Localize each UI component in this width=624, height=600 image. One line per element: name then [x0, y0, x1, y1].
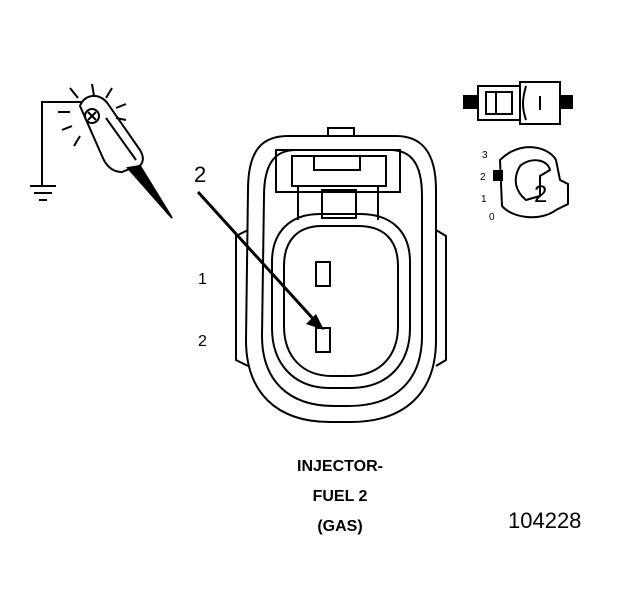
connector-side-view-icon [463, 81, 573, 125]
caption-line-3: (GAS) [317, 518, 363, 535]
pin-label-2: 2 [198, 333, 207, 350]
ground-probe-icon [30, 83, 173, 219]
connector-face [235, 127, 447, 423]
cavity-2 [315, 327, 331, 353]
pin-label-1: 1 [198, 271, 207, 288]
cavity-position-icon [493, 146, 569, 219]
position-label-0: 0 [489, 212, 495, 223]
callout-label: 2 [194, 162, 206, 187]
cavity-1 [315, 261, 331, 287]
cavity-number: 2 [534, 181, 547, 208]
position-label-3: 3 [482, 150, 488, 161]
caption-line-1: INJECTOR- [297, 458, 383, 475]
position-label-2: 2 [480, 172, 486, 183]
caption-line-2: FUEL 2 [312, 488, 368, 505]
callout-arrow [196, 190, 324, 330]
position-label-1: 1 [481, 194, 487, 205]
figure-number: 104228 [508, 508, 582, 533]
